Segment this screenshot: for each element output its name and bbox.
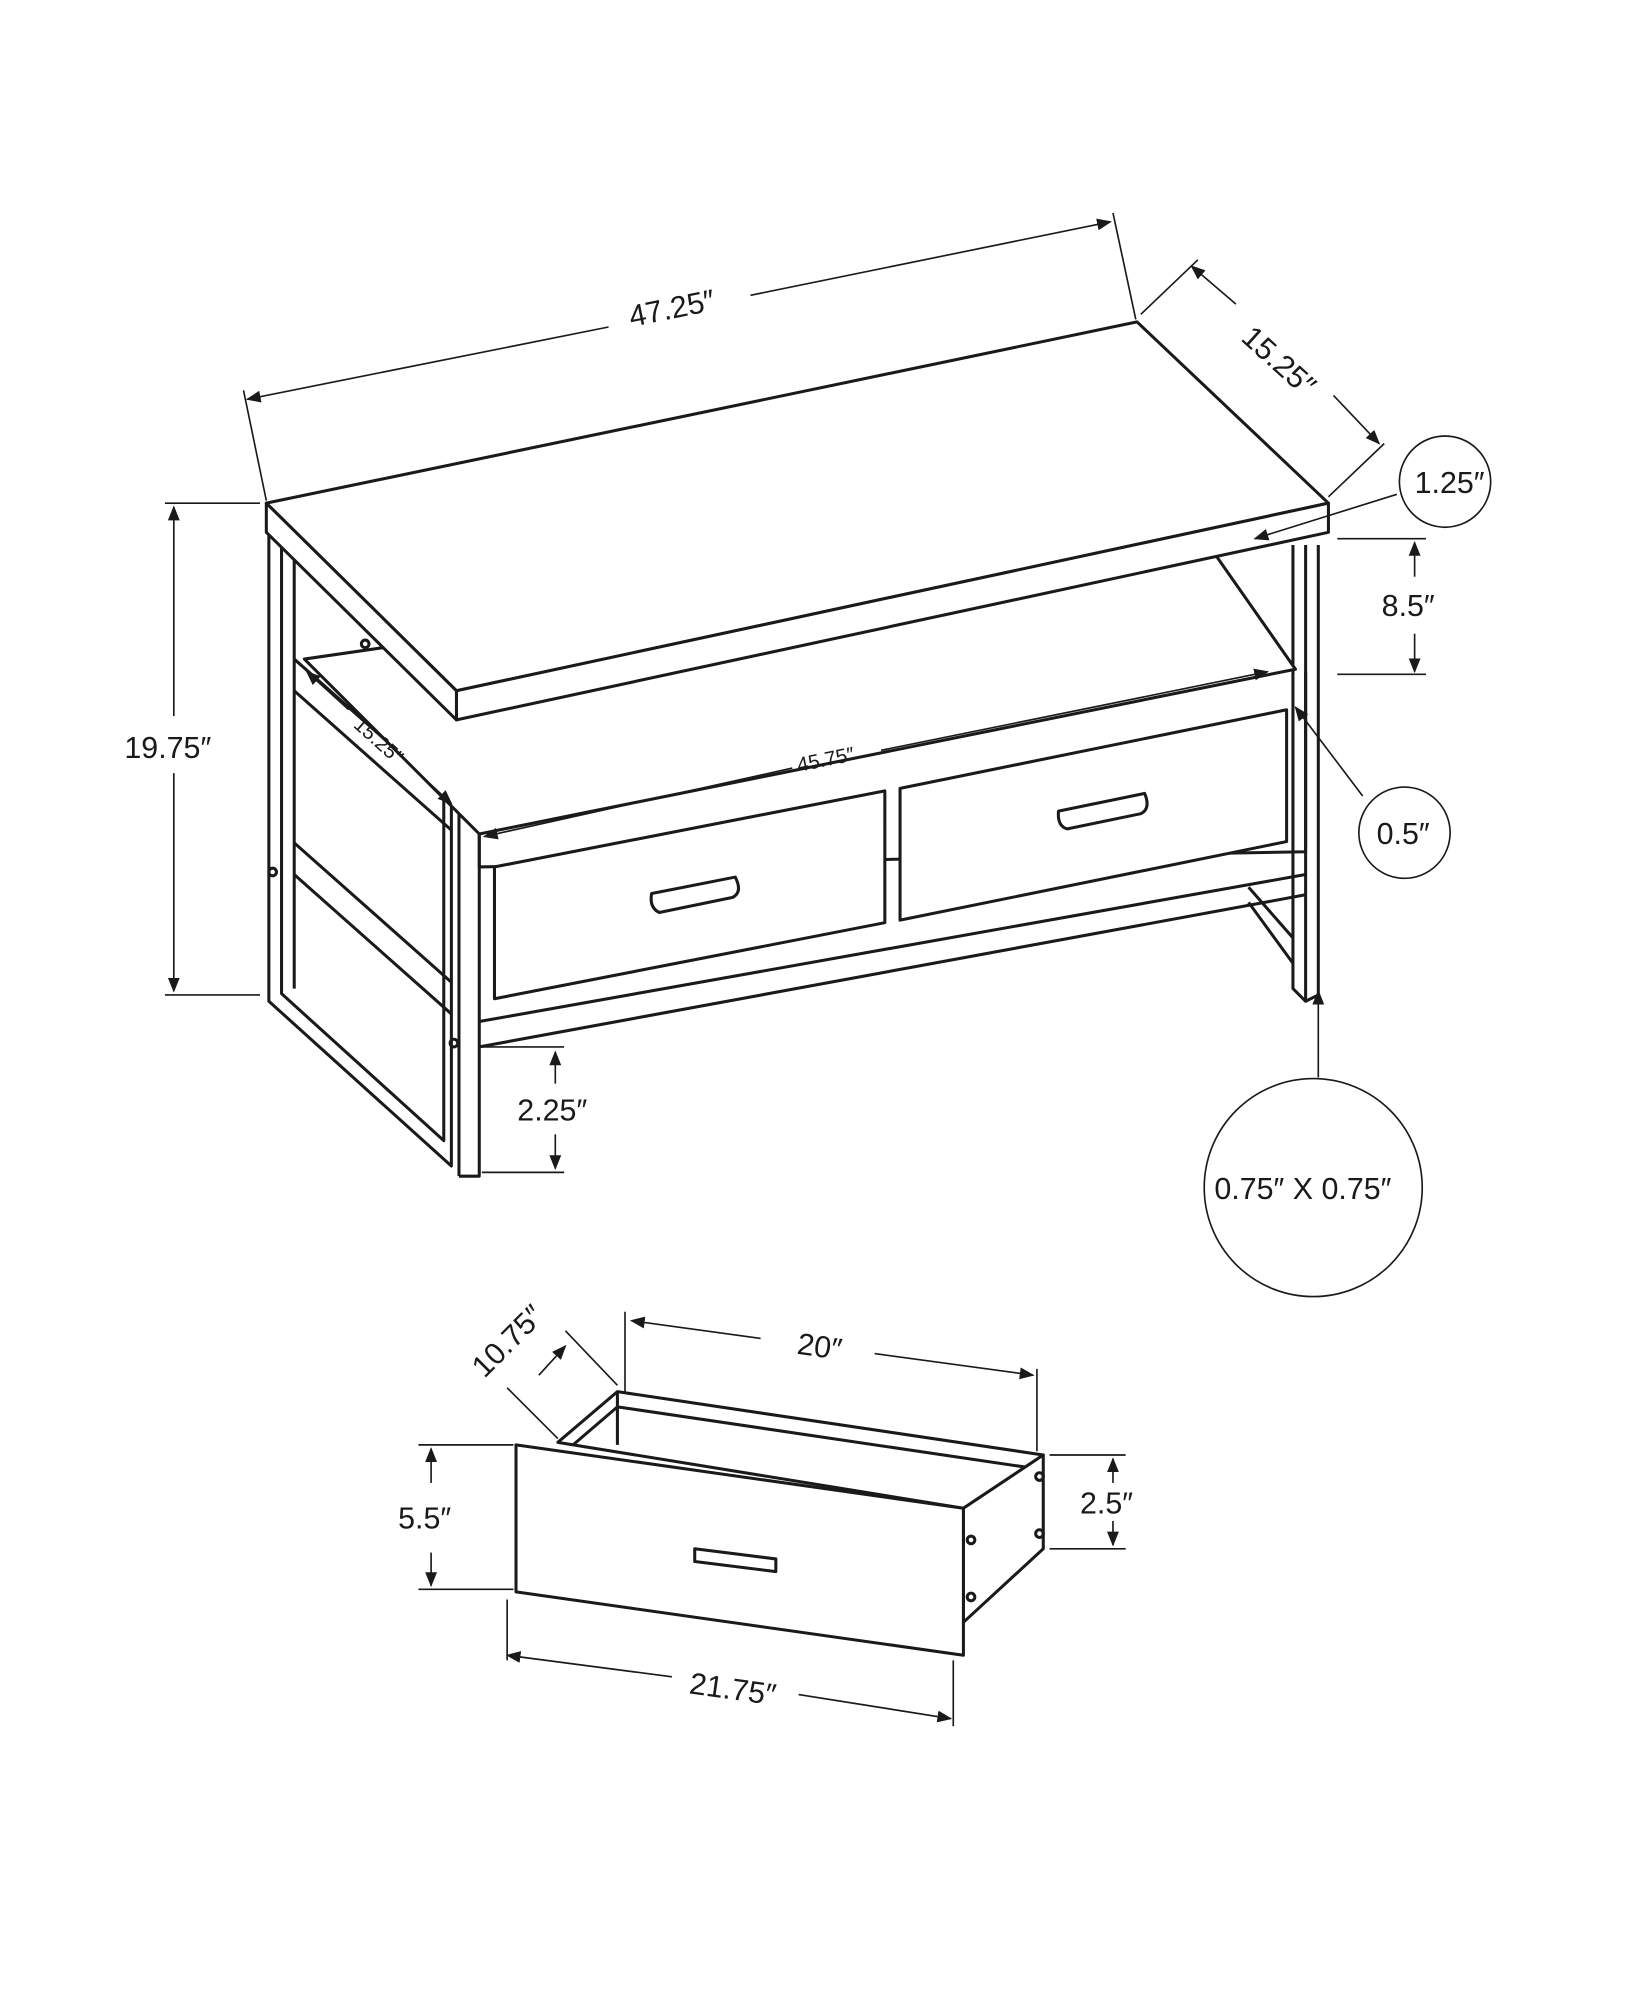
drawer-front-height-label: 5.5″ bbox=[398, 1502, 451, 1536]
drawer-side-height-label: 2.5″ bbox=[1080, 1486, 1133, 1520]
floor-clearance-label: 2.25″ bbox=[517, 1093, 587, 1127]
drawer-drawing bbox=[514, 1390, 1045, 1657]
width-label: 47.25″ bbox=[626, 283, 718, 334]
height-label: 19.75″ bbox=[124, 731, 211, 765]
upper-opening-label: 8.5″ bbox=[1382, 589, 1435, 623]
drawer-inner-width-label: 20″ bbox=[795, 1327, 844, 1367]
table-drawing bbox=[264, 320, 1330, 1178]
shelf-thickness-label: 0.5″ bbox=[1377, 817, 1430, 851]
leg-size-label: 0.75″ X 0.75″ bbox=[1214, 1172, 1391, 1206]
depth-label: 15.25″ bbox=[1235, 320, 1322, 404]
drawer-depth-label: 10.75″ bbox=[465, 1298, 551, 1384]
top-thickness-label: 1.25″ bbox=[1415, 466, 1485, 500]
drawer-front-width-label: 21.75″ bbox=[687, 1667, 778, 1713]
drawer-dimension-lines bbox=[418, 1311, 1126, 1727]
table-dimension-lines bbox=[164, 212, 1492, 1298]
